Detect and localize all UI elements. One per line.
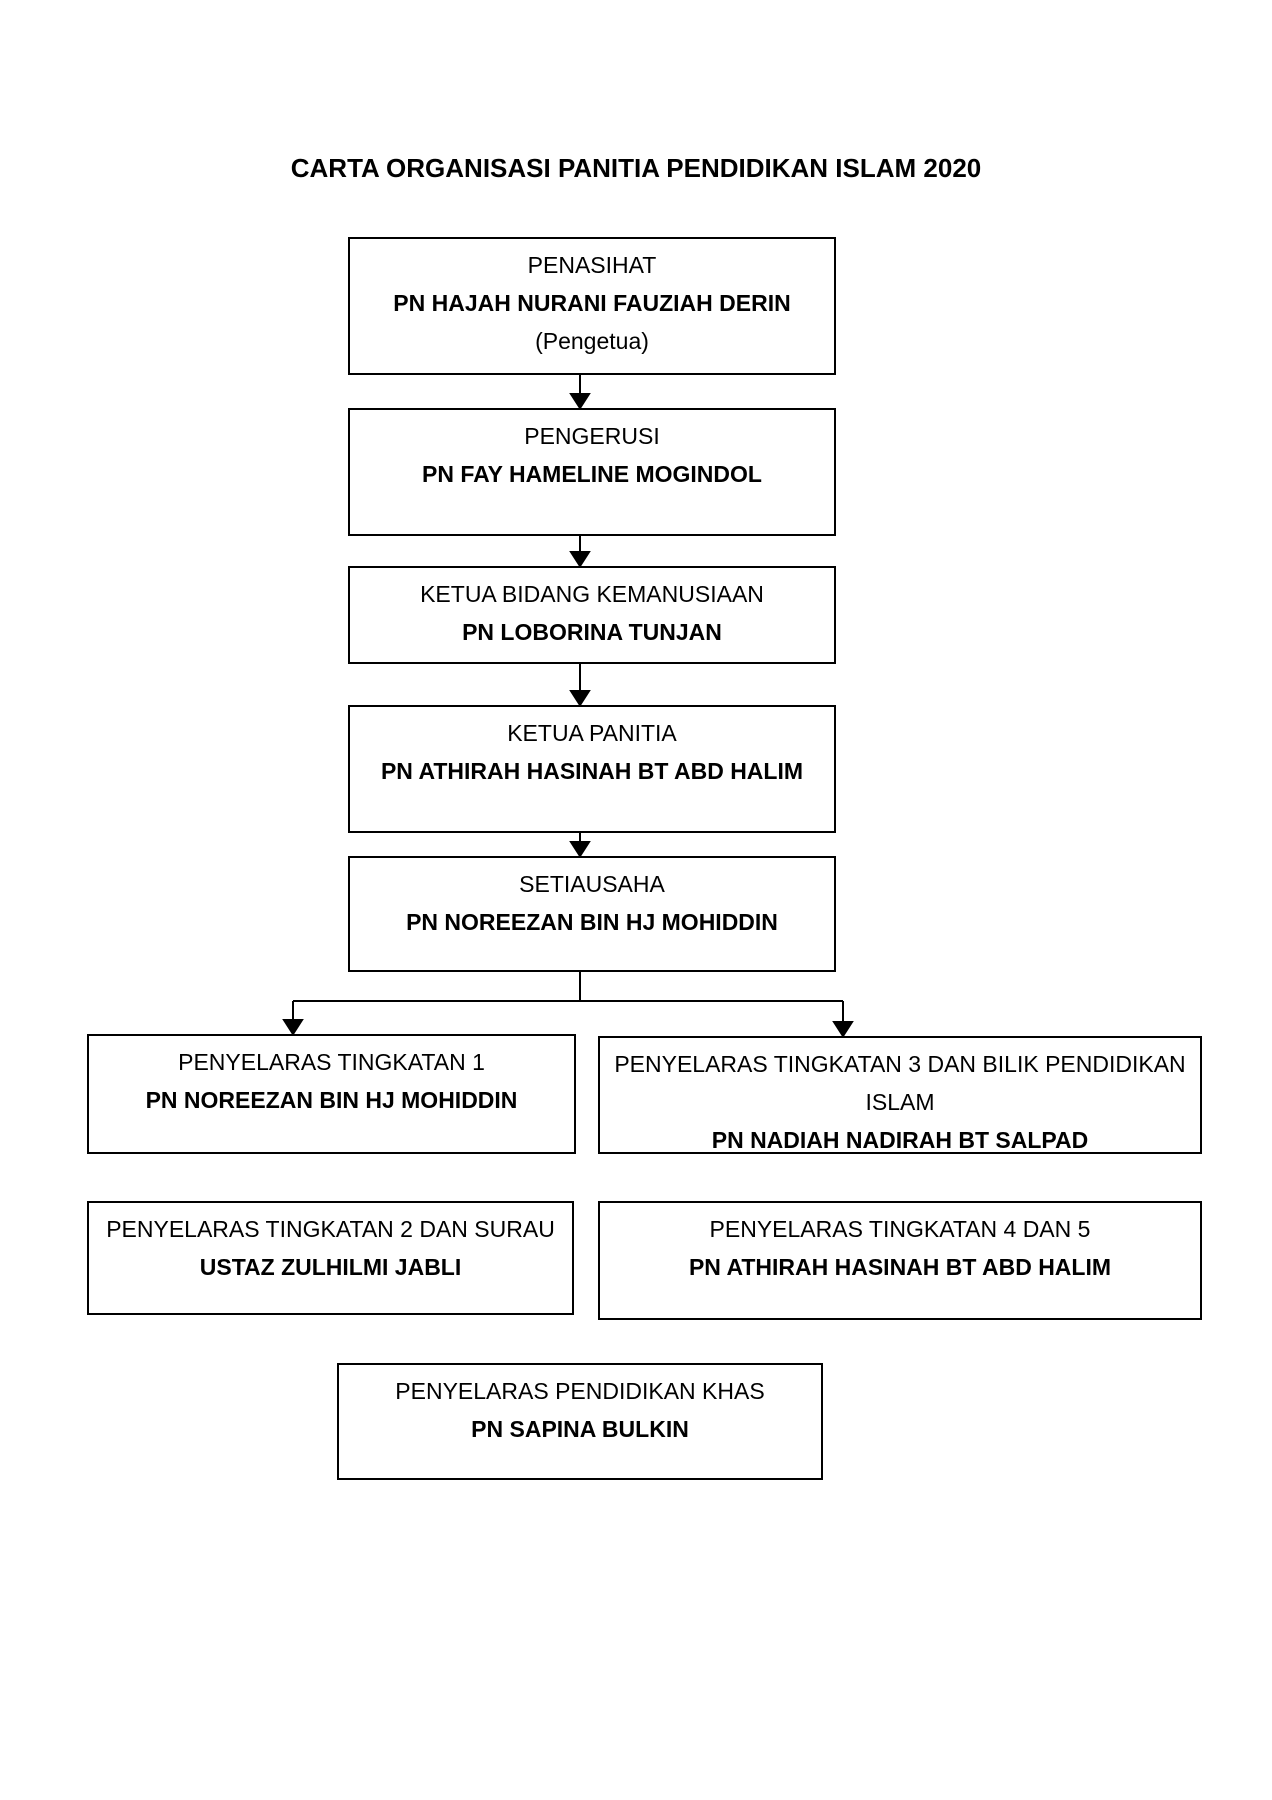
person-name: PN SAPINA BULKIN [471, 1416, 689, 1442]
arrow-ketua-panitia-setiausaha [569, 833, 591, 858]
role-label: SETIAUSAHA [519, 871, 665, 897]
person-name: PN NADIAH NADIRAH BT SALPAD [711, 1127, 1089, 1153]
person-name: PN ATHIRAH HASINAH BT ABD HALIM [380, 758, 804, 784]
box-penyelaras-pendidikan-khas: PENYELARAS PENDIDIKAN KHAS PN SAPINA BUL… [337, 1363, 823, 1480]
role-label: KETUA BIDANG KEMANUSIAAN [420, 581, 764, 607]
box-pengerusi: PENGERUSI PN FAY HAMELINE MOGINDOL [348, 408, 836, 536]
person-name: PN NOREEZAN BIN HJ MOHIDDIN [406, 909, 778, 935]
box-penasihat: PENASIHAT PN HAJAH NURANI FAUZIAH DERIN … [348, 237, 836, 375]
role-label: PENYELARAS PENDIDIKAN KHAS [395, 1378, 765, 1404]
role-label: PENGERUSI [524, 423, 660, 449]
role-label: PENYELARAS TINGKATAN 2 DAN SURAU [106, 1216, 555, 1242]
box-ketua-panitia: KETUA PANITIA PN ATHIRAH HASINAH BT ABD … [348, 705, 836, 833]
arrow-ketua-bidang-ketua-panitia [569, 664, 591, 707]
box-penyelaras-tingkatan-3-bilik-pendidikan-islam: PENYELARAS TINGKATAN 3 DAN BILIK PENDIDI… [598, 1036, 1202, 1154]
box-ketua-bidang-kemanusiaan: KETUA BIDANG KEMANUSIAAN PN LOBORINA TUN… [348, 566, 836, 664]
box-setiausaha: SETIAUSAHA PN NOREEZAN BIN HJ MOHIDDIN [348, 856, 836, 972]
person-name: PN NOREEZAN BIN HJ MOHIDDIN [145, 1087, 518, 1113]
box-penyelaras-tingkatan-1: PENYELARAS TINGKATAN 1 PN NOREEZAN BIN H… [87, 1034, 576, 1154]
box-penyelaras-tingkatan-2-surau: PENYELARAS TINGKATAN 2 DAN SURAU USTAZ Z… [87, 1201, 574, 1315]
role-label-line-2: ISLAM [865, 1089, 935, 1115]
arrow-pengerusi-ketua-bidang [569, 536, 591, 568]
person-name: PN ATHIRAH HASINAH BT ABD HALIM [688, 1254, 1112, 1280]
role-label: PENYELARAS TINGKATAN 1 [178, 1049, 485, 1075]
person-name: USTAZ ZULHILMI JABLI [199, 1254, 462, 1280]
role-label: KETUA PANITIA [507, 720, 677, 746]
person-name: PN HAJAH NURANI FAUZIAH DERIN [393, 290, 791, 316]
branch-connector [282, 972, 854, 1038]
role-label-line-1: PENYELARAS TINGKATAN 3 DAN BILIK PENDIDI… [614, 1051, 1186, 1077]
arrow-penasihat-pengerusi [569, 375, 591, 410]
person-name: PN FAY HAMELINE MOGINDOL [422, 461, 762, 487]
page-title: CARTA ORGANISASI PANITIA PENDIDIKAN ISLA… [290, 153, 982, 183]
role-label: PENASIHAT [527, 252, 657, 278]
box-penyelaras-tingkatan-4-5: PENYELARAS TINGKATAN 4 DAN 5 PN ATHIRAH … [598, 1201, 1202, 1320]
role-label: PENYELARAS TINGKATAN 4 DAN 5 [709, 1216, 1091, 1242]
role-note: (Pengetua) [535, 328, 649, 354]
person-name: PN LOBORINA TUNJAN [462, 619, 722, 645]
